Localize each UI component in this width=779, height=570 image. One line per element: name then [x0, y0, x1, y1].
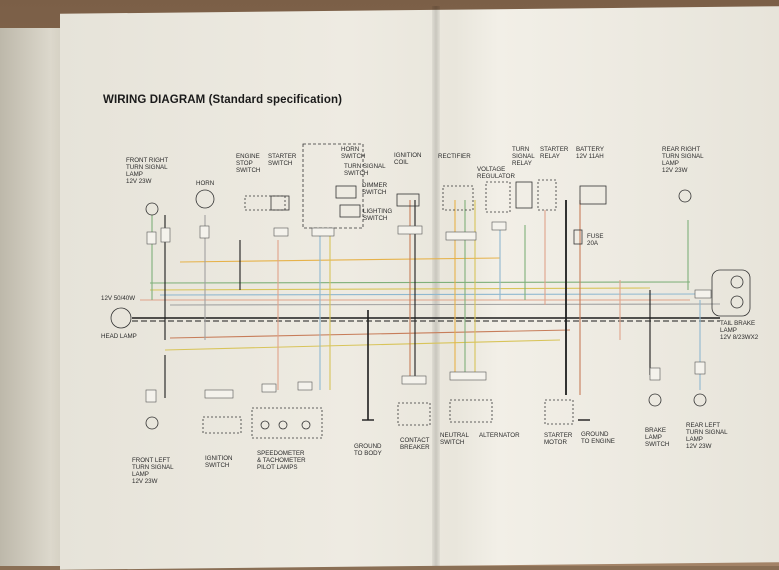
connector — [273, 227, 289, 237]
horn-symbol — [195, 189, 215, 209]
turn-signal-relay-block — [515, 181, 533, 209]
label-lighting-switch: LIGHTING SWITCH — [363, 208, 393, 222]
label-ignition-coil: IGNITION COIL — [394, 152, 422, 166]
label-starter-motor: STARTER MOTOR — [544, 432, 573, 446]
connector — [649, 367, 661, 381]
wire-orange-2 — [179, 257, 501, 263]
label-starter-switch: STARTER SWITCH — [268, 153, 297, 167]
rectifier-block — [442, 185, 474, 211]
pilot-lamp-3 — [301, 420, 311, 430]
label-tail-brake-lamp: TAIL BRAKE LAMP 12V 8/23Wx2 — [720, 320, 759, 341]
label-head-lamp: HEAD LAMP — [101, 333, 137, 340]
wire-brown-1 — [169, 329, 571, 339]
label-fuse: FUSE 20A — [587, 233, 604, 247]
label-brake-lamp-switch: BRAKE LAMP SWITCH — [645, 427, 670, 448]
label-speedo-tacho-pilot-lamps: SPEEDOMETER & TACHOMETER PILOT LAMPS — [257, 450, 306, 471]
wire-harness — [132, 200, 721, 420]
label-head-lamp-rating: 12V 50/40W — [101, 295, 136, 302]
connector — [449, 371, 487, 381]
label-contact-breaker: CONTACT BREAKER — [400, 437, 430, 451]
ignition-coil-block — [396, 193, 420, 207]
connector — [204, 389, 234, 399]
wire-green-1 — [149, 281, 691, 284]
lighting-switch-block — [339, 204, 361, 218]
connector — [145, 389, 157, 403]
connector — [694, 361, 706, 375]
label-dimmer-switch: DIMMER SWITCH — [362, 182, 388, 196]
dimmer-switch-block — [335, 185, 357, 199]
rear-left-turn-lamp — [693, 393, 707, 407]
diagram-title: WIRING DIAGRAM (Standard specification) — [103, 94, 343, 106]
connector — [397, 225, 423, 235]
label-rear-left-turn-lamp: REAR LEFT TURN SIGNAL LAMP 12V 23W — [686, 422, 728, 450]
label-ignition-switch: IGNITION SWITCH — [205, 455, 233, 469]
label-voltage-regulator: VOLTAGE REGULATOR — [477, 166, 515, 180]
book-gutter — [432, 6, 440, 566]
voltage-regulator-block — [485, 181, 511, 213]
ignition-switch-block — [202, 416, 242, 434]
label-neutral-switch: NEUTRAL SWITCH — [440, 432, 469, 446]
connector — [491, 221, 507, 231]
battery-block — [579, 185, 607, 205]
wire-grey-1 — [169, 303, 721, 306]
label-ground-to-engine: GROUND TO ENGINE — [581, 431, 615, 445]
connector — [694, 289, 712, 299]
connector — [160, 227, 171, 243]
wire-yellow-2 — [164, 339, 561, 351]
head-lamp-symbol — [110, 307, 132, 329]
label-front-left-turn-lamp: FRONT LEFT TURN SIGNAL LAMP 12V 23W — [132, 457, 174, 485]
tail-lamp-bulb-1 — [730, 275, 744, 289]
label-starter-relay: STARTER RELAY — [540, 146, 569, 160]
connector — [261, 383, 277, 393]
label-turn-signal-relay: TURN SIGNAL RELAY — [512, 146, 535, 167]
tail-lamp-housing — [711, 269, 751, 317]
connector — [311, 227, 335, 237]
label-horn-switch: HORN SWITCH — [341, 146, 366, 160]
label-engine-stop-switch: ENGINE STOP SWITCH — [236, 153, 261, 174]
engine-stop-switch — [244, 195, 286, 211]
label-ground-to-body: GROUND TO BODY — [354, 443, 382, 457]
front-left-turn-lamp — [145, 416, 159, 430]
pilot-lamp-2 — [278, 420, 288, 430]
connector — [445, 231, 477, 241]
label-horn: HORN — [196, 180, 215, 187]
pilot-lamps-group — [251, 407, 323, 439]
components — [110, 143, 751, 439]
alternator-block — [449, 399, 493, 423]
front-right-turn-lamp — [145, 202, 159, 216]
wire-blue-1 — [159, 293, 701, 296]
label-alternator: ALTERNATOR — [479, 432, 520, 439]
handlebar-switch-group — [302, 143, 364, 229]
rear-right-turn-lamp — [678, 189, 692, 203]
starter-motor-block — [544, 399, 574, 425]
connector — [297, 381, 313, 391]
label-rear-right-turn-lamp: REAR RIGHT TURN SIGNAL LAMP 12V 23W — [662, 146, 704, 174]
tail-lamp-bulb-2 — [730, 295, 744, 309]
pilot-lamp-1 — [260, 420, 270, 430]
fuse-block — [573, 229, 583, 245]
connector — [401, 375, 427, 385]
label-front-right-turn-lamp: FRONT RIGHT TURN SIGNAL LAMP 12V 23W — [126, 157, 169, 185]
brake-lamp-switch — [648, 393, 662, 407]
starter-relay-block — [537, 179, 557, 211]
contact-breaker-block — [397, 402, 431, 426]
label-rectifier: RECTIFIER — [438, 153, 471, 160]
wire-yellow-1 — [149, 287, 651, 291]
label-turn-signal-switch: TURN SIGNAL SWITCH — [344, 163, 386, 177]
connector — [146, 231, 157, 245]
label-battery: BATTERY 12V 11AH — [576, 146, 604, 160]
starter-switch-block — [270, 195, 290, 211]
connector — [199, 225, 210, 239]
connectors — [145, 221, 712, 403]
